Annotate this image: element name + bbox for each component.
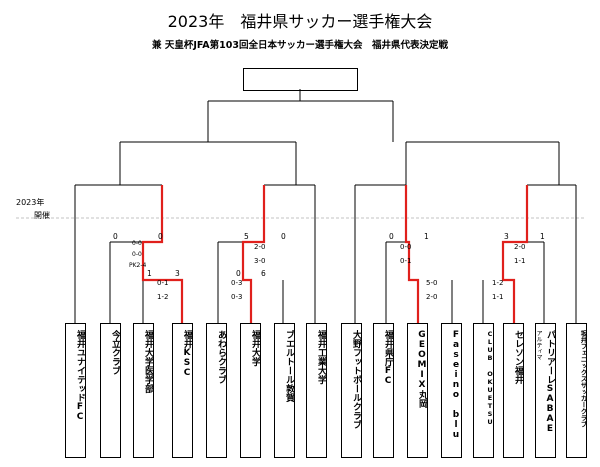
team-box: 福井KSC	[172, 323, 193, 458]
score-r2a-pk: PK2-4	[129, 262, 147, 269]
team-name: 福井大学	[250, 330, 260, 366]
team-subname: アルティマ	[535, 330, 542, 360]
score-r2b-right: 0	[281, 232, 286, 241]
team-box: 福井大学	[240, 323, 261, 458]
team-name: CLUB OKUETSU	[486, 330, 494, 426]
score-r2d-half2: 1-1	[514, 257, 525, 265]
team-name: GEOMIX丸岡	[417, 330, 427, 408]
page-title: 2023年 福井県サッカー選手権大会	[167, 12, 433, 31]
score-r2a-half2: 0-0	[132, 251, 142, 258]
score-r2d-left: 3	[504, 232, 509, 241]
bracket-black	[74, 89, 577, 323]
score-r134-half2: 1-2	[157, 293, 168, 301]
score-r134-right: 3	[175, 269, 180, 278]
team-name: ブエルトール敦賀	[284, 330, 294, 402]
score-r2c-right: 1	[424, 232, 429, 241]
team-box: 福井工業大学	[306, 323, 327, 458]
score-r2d-right: 1	[540, 232, 545, 241]
score-r11-half2: 2-0	[426, 293, 437, 301]
score-r2b-half2: 3-0	[254, 257, 265, 265]
team-name: 大野フットボールクラブ	[351, 330, 361, 429]
score-r2a-half1: 0-0	[132, 240, 142, 247]
team-name: 福井県庁FC	[383, 330, 393, 386]
score-r156-half2: 0-3	[231, 293, 242, 301]
team-box: 大野フットボールクラブ	[341, 323, 362, 458]
score-r13-half2: 1-1	[492, 293, 503, 301]
team-box: 福井大学医学部	[133, 323, 154, 458]
score-r13-half1: 1-2	[492, 279, 503, 287]
year-note: 2023年	[16, 198, 45, 207]
team-box: 福井ユナイテッドFC	[65, 323, 86, 458]
bracket-red	[141, 185, 529, 323]
score-labels: 0 0 0-0 0-0 PK2-4 1 3 0-1 1-2 5 0 2-0 3-…	[113, 232, 545, 301]
team-box: あわらクラブ	[206, 323, 227, 458]
score-r2b-half1: 2-0	[254, 243, 265, 251]
score-r11-half1: 5-0	[426, 279, 437, 287]
team-name: 福井工業大学	[316, 330, 326, 384]
score-r2c-half1: 0-0	[400, 243, 411, 251]
score-r156-half1: 0-3	[231, 279, 242, 287]
team-box: ブエルトール敦賀	[274, 323, 295, 458]
team-name: 福井KSC	[182, 330, 192, 378]
team-box: 福井県庁FC	[373, 323, 394, 458]
team-box: CLUB OKUETSU	[473, 323, 494, 458]
team-box: Faseino blu	[441, 323, 462, 458]
page-subtitle: 兼 天皇杯JFA第103回全日本サッカー選手権大会 福井県代表決定戦	[152, 40, 448, 51]
team-name: 今立クラブ	[110, 330, 120, 375]
team-name: セレソン福井	[513, 330, 523, 384]
team-name: パトリアーレSABAE	[545, 330, 555, 434]
score-r2c-half2: 0-1	[400, 257, 411, 265]
score-r156-left: 0	[236, 269, 241, 278]
score-r156-right: 6	[261, 269, 266, 278]
held-note: 開催	[34, 211, 50, 220]
score-r2d-half1: 2-0	[514, 243, 525, 251]
team-name: 福井ユナイテッドFC	[75, 330, 85, 422]
team-box: 今立クラブ	[100, 323, 121, 458]
team-name: 坂井フェニックスサッカークラブ	[579, 330, 587, 428]
score-r2a-right: 0	[158, 232, 163, 241]
team-box: GEOMIX丸岡	[407, 323, 428, 458]
score-r2c-left: 0	[389, 232, 394, 241]
score-r2b-left: 5	[244, 232, 249, 241]
team-name: あわらクラブ	[216, 330, 226, 384]
team-box: 坂井フェニックスサッカークラブ	[566, 323, 587, 458]
team-box: セレソン福井	[503, 323, 524, 458]
score-r134-half1: 0-1	[157, 279, 168, 287]
team-name: Faseino blu	[451, 330, 461, 440]
score-r134-left: 1	[147, 269, 152, 278]
score-r2a-left: 0	[113, 232, 118, 241]
team-name: 福井大学医学部	[143, 330, 153, 393]
